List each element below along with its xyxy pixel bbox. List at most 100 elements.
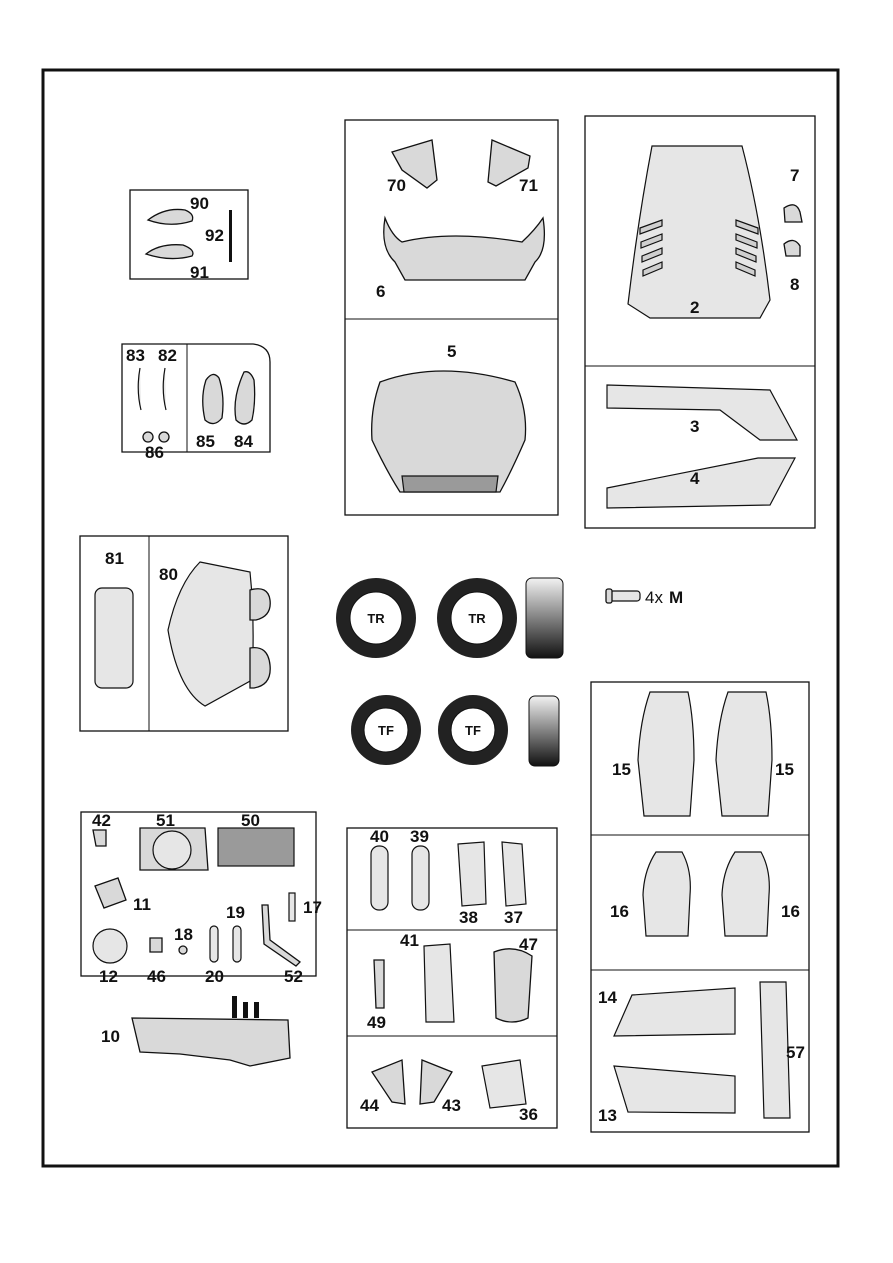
label-92: 92 (205, 226, 224, 245)
label-18: 18 (174, 925, 193, 944)
label-20: 20 (205, 967, 224, 986)
label-16-left: 16 (610, 902, 629, 921)
group-engine-parts: 42 51 50 11 17 18 19 12 46 20 52 (80, 811, 322, 986)
label-44: 44 (360, 1096, 379, 1115)
part-5-body (371, 370, 527, 493)
tire-rear-left: TR (336, 578, 416, 658)
label-39: 39 (410, 827, 429, 846)
part-2-hood (627, 145, 771, 319)
tire-label-tf-1: TF (378, 723, 394, 738)
tire-front-tread (528, 695, 560, 767)
label-12: 12 (99, 967, 118, 986)
label-50: 50 (241, 811, 260, 830)
part-86a (142, 431, 154, 443)
label-16-right: 16 (781, 902, 800, 921)
part-38 (457, 841, 487, 907)
label-17: 17 (303, 898, 322, 917)
group-hood-sides-2-8: 7 8 2 3 4 (584, 115, 816, 529)
label-2: 2 (690, 298, 699, 317)
part-8 (783, 239, 801, 257)
label-70: 70 (387, 176, 406, 195)
group-clear-parts-82-86: 83 82 86 85 84 (121, 343, 271, 462)
group-lenses-90-92: 90 92 91 (129, 189, 249, 282)
label-8: 8 (790, 275, 799, 294)
part-17 (288, 892, 296, 922)
label-57: 57 (786, 1043, 805, 1062)
label-42: 42 (92, 811, 111, 830)
label-36: 36 (519, 1105, 538, 1124)
label-47: 47 (519, 935, 538, 954)
part-43 (419, 1059, 453, 1105)
screw-icon (609, 590, 641, 602)
tire-rear-tread (525, 577, 564, 659)
label-19: 19 (226, 903, 245, 922)
group-windows-80-81: 81 80 (79, 535, 289, 732)
label-82: 82 (158, 346, 177, 365)
part-40 (370, 845, 389, 911)
group-screws: 4x M (605, 588, 683, 607)
part-16-back-left (642, 851, 691, 937)
part-82 (162, 367, 167, 411)
label-7: 7 (790, 166, 799, 185)
label-10: 10 (101, 1027, 120, 1046)
part-15-seat-left (637, 691, 695, 817)
label-14: 14 (598, 988, 617, 1007)
label-38: 38 (459, 908, 478, 927)
part-81-window (94, 587, 134, 689)
part-57 (759, 981, 791, 1119)
screw-code: M (669, 588, 683, 607)
label-13: 13 (598, 1106, 617, 1125)
label-51: 51 (156, 811, 175, 830)
group-engine-block: 40 39 38 37 41 47 49 44 43 36 (346, 827, 558, 1129)
tire-label-tf-2: TF (465, 723, 481, 738)
label-4: 4 (690, 469, 700, 488)
tire-rear-right: TR (437, 578, 517, 658)
label-37: 37 (504, 908, 523, 927)
group-seats-doors: 15 15 16 16 14 13 57 (590, 681, 810, 1133)
tire-label-tr-2: TR (468, 611, 486, 626)
tire-front-right: TF (438, 695, 508, 765)
group-tires: TR TR TF TF (336, 577, 564, 767)
label-85: 85 (196, 432, 215, 451)
label-80: 80 (159, 565, 178, 584)
part-50-radiator (217, 827, 295, 867)
label-6: 6 (376, 282, 385, 301)
label-86: 86 (145, 443, 164, 462)
label-15-left: 15 (612, 760, 631, 779)
label-49: 49 (367, 1013, 386, 1032)
label-91: 91 (190, 263, 209, 282)
part-36 (481, 1059, 527, 1109)
part-10-dashboard (131, 1017, 291, 1067)
label-52: 52 (284, 967, 303, 986)
part-13-door (613, 1065, 736, 1114)
label-71: 71 (519, 176, 538, 195)
part-7 (783, 204, 803, 223)
part-19 (232, 925, 242, 963)
part-52-pipe (261, 904, 301, 967)
part-3-side (606, 384, 799, 441)
part-85-lens (202, 373, 224, 425)
label-5: 5 (447, 342, 456, 361)
part-11 (94, 877, 127, 909)
label-46: 46 (147, 967, 166, 986)
screw-quantity: 4x (645, 588, 663, 607)
label-40: 40 (370, 827, 389, 846)
part-83 (137, 367, 142, 411)
tire-front-left: TF (351, 695, 421, 765)
part-44 (371, 1059, 406, 1105)
part-20 (209, 925, 219, 963)
label-11: 11 (133, 895, 151, 914)
part-90-lens (146, 208, 194, 225)
part-15-seat-right (715, 691, 773, 817)
part-41 (423, 943, 455, 1023)
part-71 (487, 139, 531, 187)
part-39 (411, 845, 430, 911)
label-15-right: 15 (775, 760, 794, 779)
part-42 (92, 829, 107, 847)
part-37 (501, 841, 527, 907)
part-14-door (613, 987, 736, 1037)
part-49 (373, 959, 385, 1009)
part-86b (158, 431, 170, 443)
group-dashboard-10: 10 (101, 996, 291, 1067)
